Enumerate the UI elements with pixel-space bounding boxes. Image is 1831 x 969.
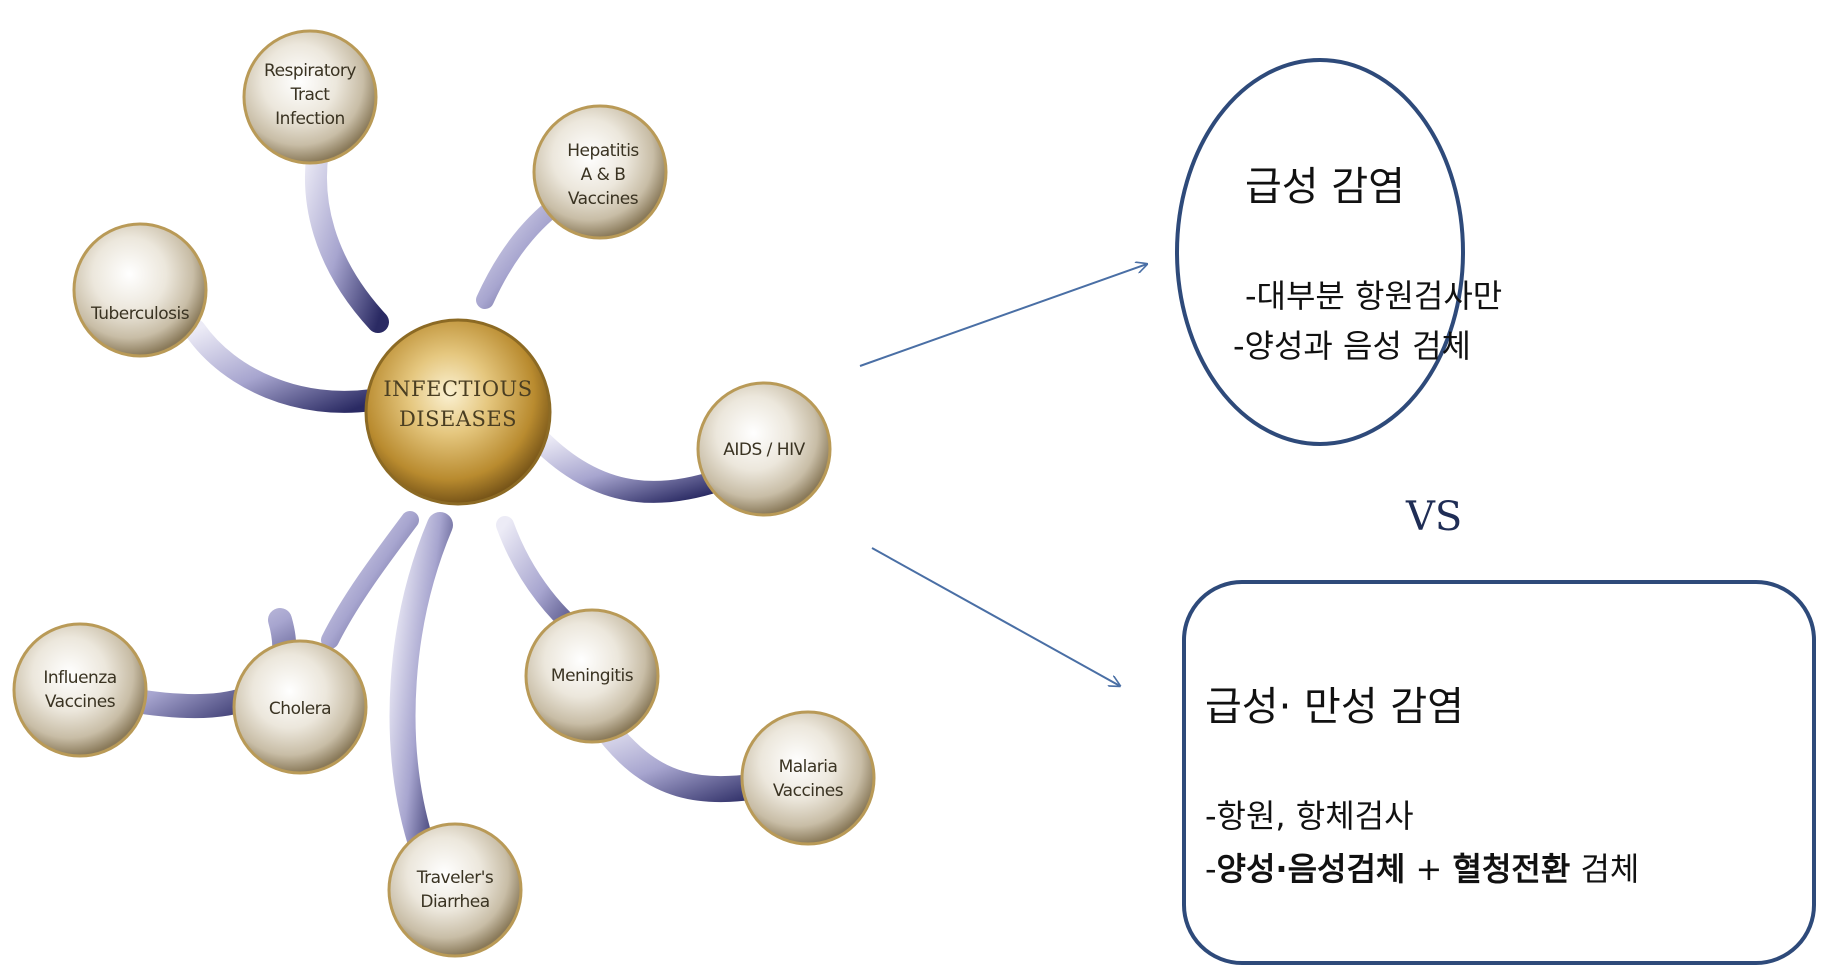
bubble-hepatitis-line2: A & B bbox=[581, 165, 626, 185]
bubble-influenza-line1: Influenza bbox=[43, 668, 116, 688]
chronic-infection-panel: 급성· 만성 감염 -항원, 항체검사 -양성·음성검체 + 혈청전환 검체 bbox=[1182, 580, 1816, 965]
bubble-respiratory-line2: Tract bbox=[290, 85, 331, 105]
bubble-aids: AIDS / HIV bbox=[696, 381, 832, 517]
chronic-line2-bold2: 혈청전환 bbox=[1453, 850, 1571, 888]
bubble-respiratory-line1: Respiratory bbox=[264, 61, 356, 81]
bubble-meningitis: Meningitis bbox=[524, 608, 660, 744]
bubble-tuberculosis: Tuberculosis bbox=[72, 222, 208, 358]
tube-cholera bbox=[321, 511, 419, 649]
bubble-respiratory-line3: Infection bbox=[275, 109, 345, 129]
chronic-title: 급성· 만성 감염 bbox=[1205, 684, 1464, 730]
arrow-to-chronic bbox=[871, 547, 1120, 686]
chronic-line2-suffix: 검체 bbox=[1570, 850, 1639, 888]
bubble-travelers-line2: Diarrhea bbox=[420, 892, 489, 912]
bubble-tuberculosis-line1: Tuberculosis bbox=[90, 304, 190, 324]
bubble-meningitis-line1: Meningitis bbox=[551, 666, 634, 686]
center-label-line2: DISEASES bbox=[399, 407, 517, 431]
chronic-line2-plus: + bbox=[1405, 850, 1452, 888]
bubble-travelers: Traveler's Diarrhea bbox=[387, 822, 523, 958]
bubble-travelers-line1: Traveler's bbox=[416, 868, 494, 888]
tube-tuberculosis bbox=[184, 319, 383, 413]
tube-aids bbox=[529, 429, 731, 503]
acute-title: 급성 감염 bbox=[1245, 164, 1405, 210]
bubble-malaria: Malaria Vaccines bbox=[740, 710, 876, 846]
acute-infection-panel: 급성 감염 -대부분 항원검사만 -양성과 음성 검체 bbox=[1175, 58, 1502, 446]
bubble-hepatitis-line1: Hepatitis bbox=[567, 141, 639, 161]
bubble-malaria-line2: Vaccines bbox=[773, 781, 844, 801]
bubble-influenza-line2: Vaccines bbox=[45, 692, 116, 712]
center-bubble: INFECTIOUS DISEASES bbox=[364, 318, 552, 506]
arrow-to-acute bbox=[859, 264, 1147, 367]
acute-line2: -양성과 음성 검체 bbox=[1233, 327, 1471, 365]
chronic-line1: -항원, 항체검사 bbox=[1205, 797, 1414, 835]
tube-travelers bbox=[389, 512, 453, 853]
center-label-line1: INFECTIOUS bbox=[383, 377, 532, 401]
chronic-line2-bold1: 양성·음성검체 bbox=[1217, 850, 1406, 888]
chronic-line2-prefix: - bbox=[1205, 850, 1217, 888]
bubble-aids-line1: AIDS / HIV bbox=[723, 440, 805, 460]
bubble-malaria-line1: Malaria bbox=[779, 757, 838, 777]
bubble-influenza: Influenza Vaccines bbox=[12, 622, 148, 758]
chronic-line2: -양성·음성검체 + 혈청전환 검체 bbox=[1205, 850, 1639, 888]
vs-label: VS bbox=[1405, 494, 1462, 540]
bubble-hepatitis-line3: Vaccines bbox=[568, 189, 639, 209]
acute-line1: -대부분 항원검사만 bbox=[1245, 277, 1502, 315]
bubble-cholera-line1: Cholera bbox=[269, 699, 331, 719]
bubble-respiratory: Respiratory Tract Infection bbox=[242, 29, 378, 165]
bubble-cholera: Cholera bbox=[232, 639, 368, 775]
bubble-hepatitis: Hepatitis A & B Vaccines bbox=[532, 104, 668, 240]
